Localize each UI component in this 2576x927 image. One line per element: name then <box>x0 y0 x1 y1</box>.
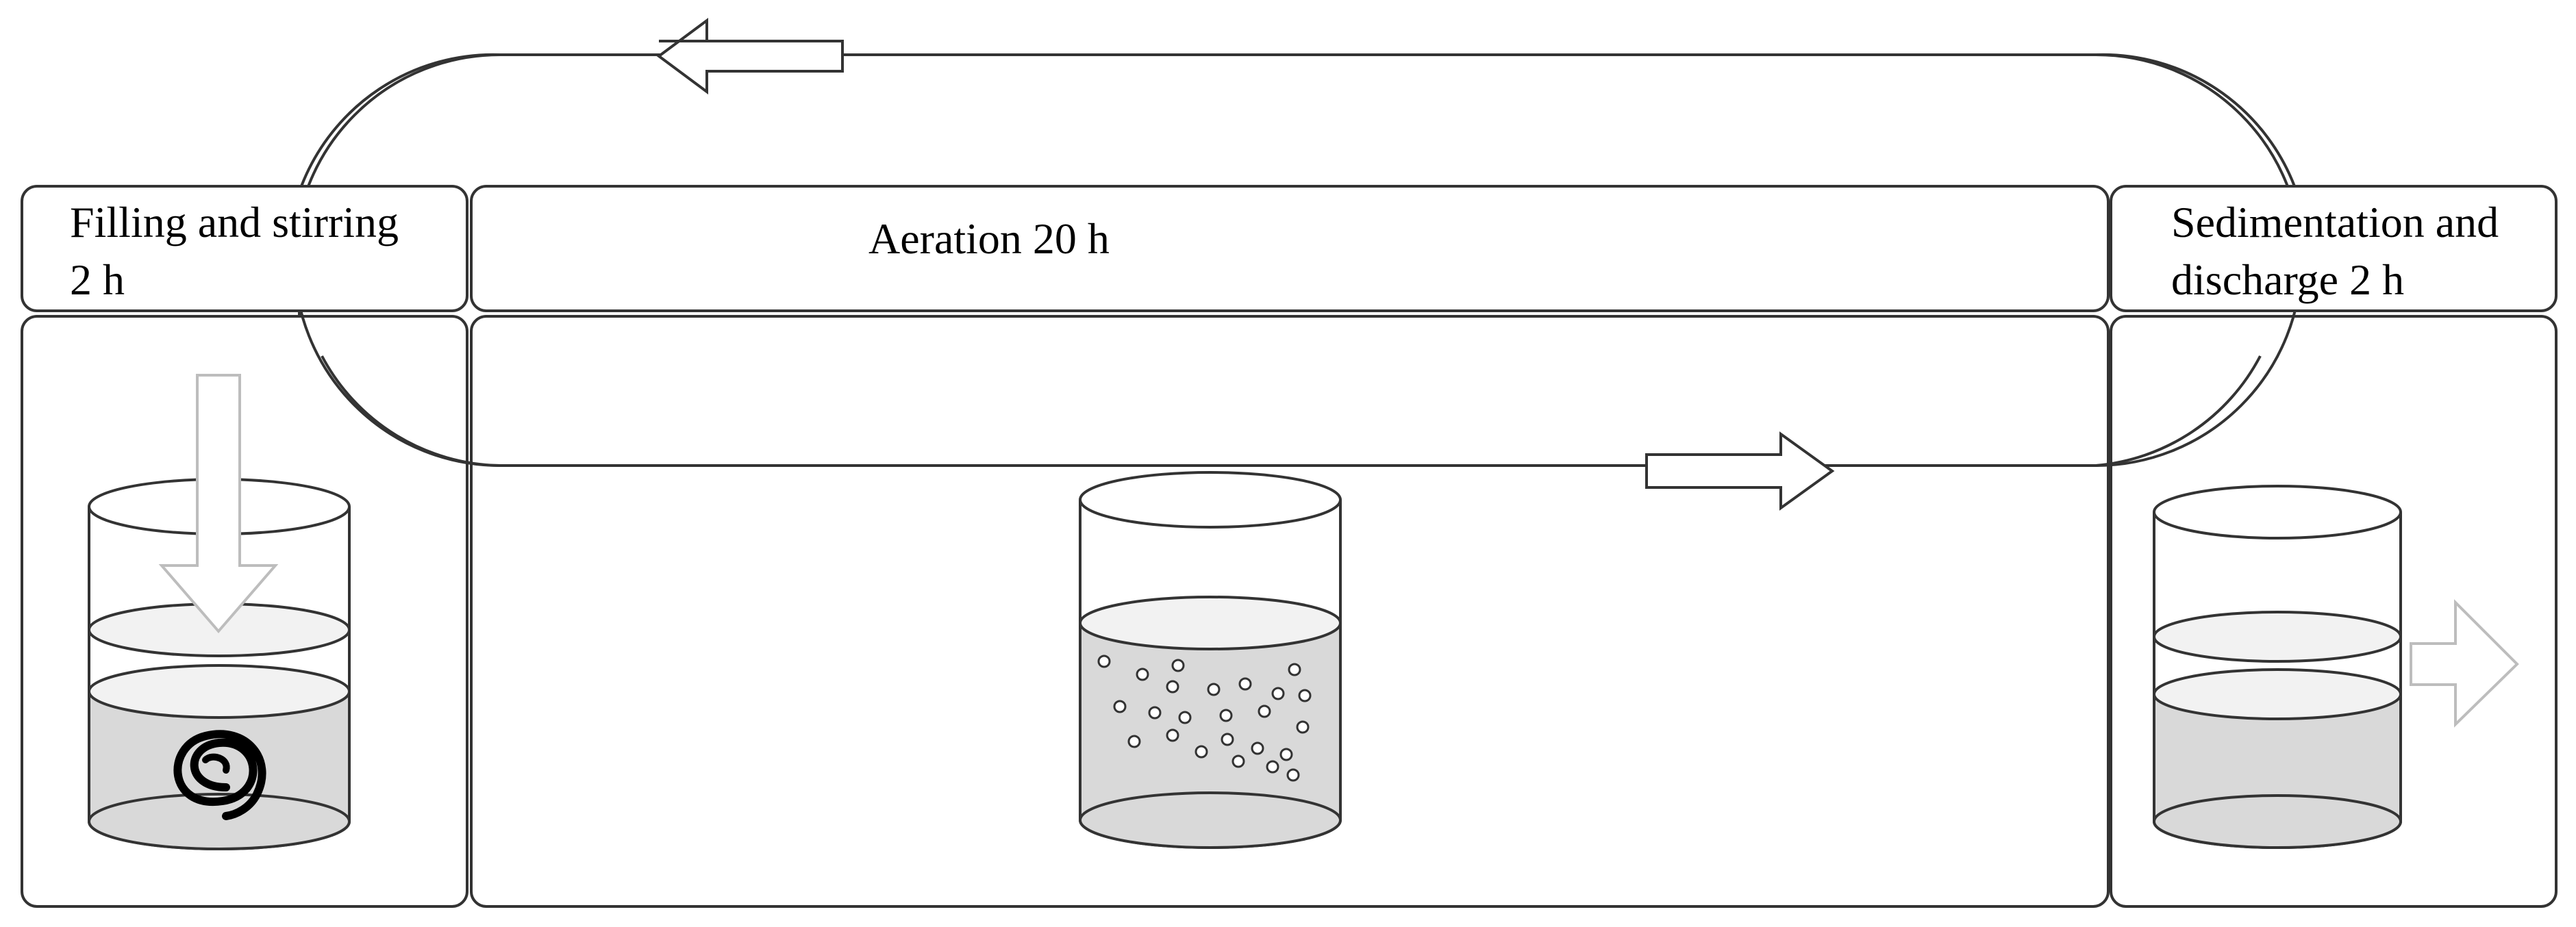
cycle-loop-top-right <box>2095 53 2296 187</box>
tank-aeration <box>1079 471 1342 849</box>
tank-sedimentation <box>2153 485 2402 849</box>
outflow-arrow-icon <box>2410 599 2519 728</box>
stage-label-box-aeration <box>470 185 2110 312</box>
stage-label-filling-line1: Filling and stirring <box>70 198 399 246</box>
stage-panel-aeration <box>470 315 2110 908</box>
cycle-loop-top-left <box>300 53 501 187</box>
stage-label-sedimentation-line1: Sedimentation and <box>2171 198 2499 246</box>
cycle-arrow-left-icon <box>656 18 844 94</box>
stage-label-aeration: Aeration 20 h <box>868 214 1110 263</box>
stage-panel-filling <box>21 315 468 908</box>
stage-label-filling-line2: 2 h <box>70 255 125 304</box>
spiral-stirrer-icon <box>173 730 266 820</box>
cycle-arrow-right-icon <box>1645 431 1835 511</box>
stage-panel-sedimentation <box>2110 315 2558 908</box>
stage-label-box-filling <box>21 185 468 312</box>
tank-filling <box>88 478 351 850</box>
air-bubbles-icon <box>1097 655 1312 782</box>
cycle-loop-overlay <box>321 355 2262 467</box>
stage-label-box-sedimentation <box>2110 185 2558 312</box>
inflow-arrow-icon <box>158 374 279 634</box>
stage-label-sedimentation-line2: discharge 2 h <box>2171 255 2404 304</box>
